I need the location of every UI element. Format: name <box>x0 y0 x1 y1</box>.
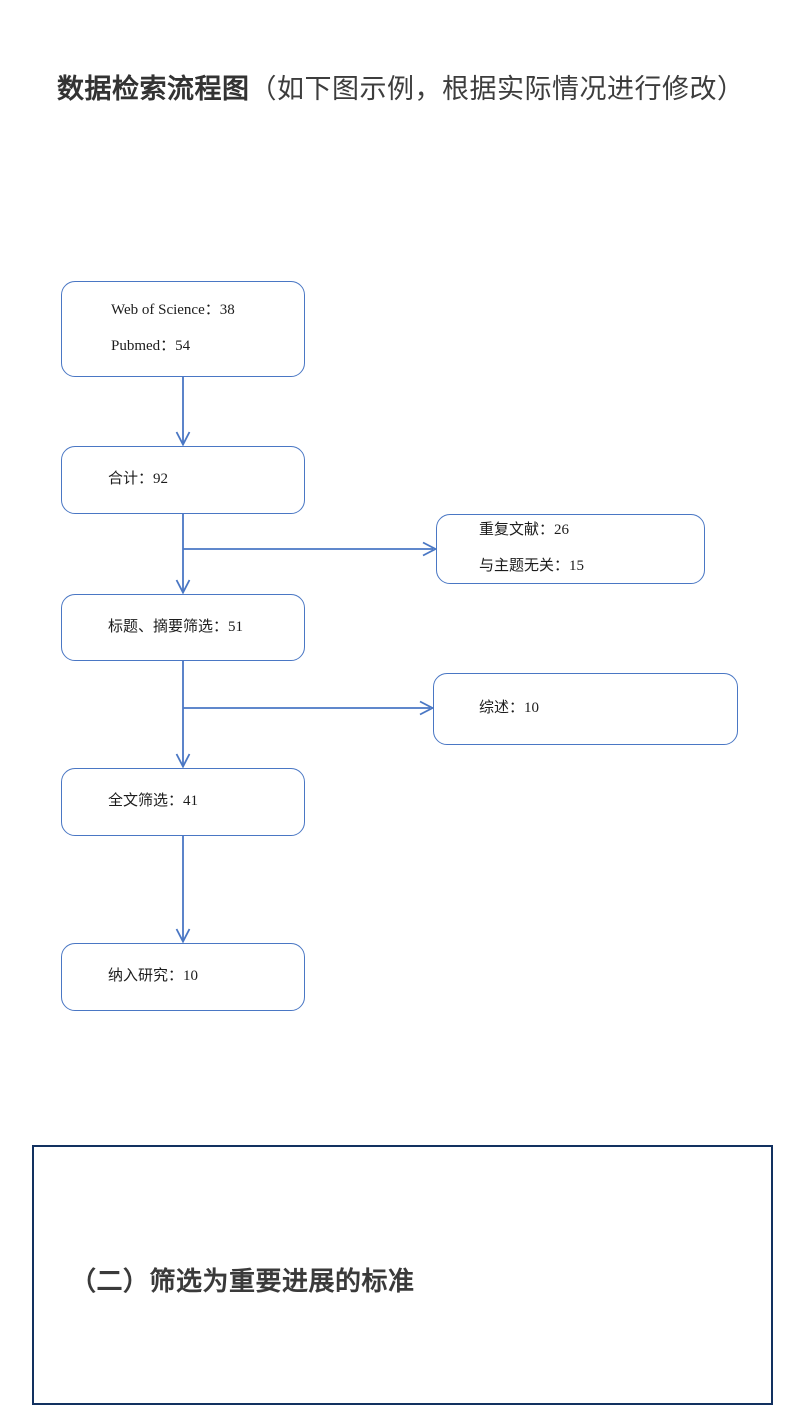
arrow-head-total-to-title <box>175 579 191 595</box>
flow-node-excluded-reviews[interactable]: 综述：10 <box>433 673 738 745</box>
flow-node-title-abstract-screening[interactable]: 标题、摘要筛选：51 <box>61 594 305 661</box>
flow-node-excluded-duplicates[interactable]: 重复文献：26 与主题无关：15 <box>436 514 705 584</box>
flow-node-included-studies[interactable]: 纳入研究：10 <box>61 943 305 1011</box>
flow-node-excluded-duplicates-line1: 重复文献：26 <box>479 522 570 539</box>
data-retrieval-flowchart: Web of Science：38 Pubmed：54 合计：92 重复文献：2… <box>61 281 738 1011</box>
flow-node-sources[interactable]: Web of Science：38 Pubmed：54 <box>61 281 305 377</box>
flow-node-total-line1: 合计：92 <box>108 471 169 488</box>
arrow-head-total-to-excluded1 <box>422 541 438 557</box>
arrow-head-title-to-fulltext <box>175 753 191 769</box>
flow-node-title-abstract-screening-line1: 标题、摘要筛选：51 <box>108 618 244 635</box>
flow-node-sources-line1: Web of Science：38 <box>111 302 235 319</box>
flow-node-excluded-duplicates-line2: 与主题无关：15 <box>479 558 585 574</box>
page-title-bold: 数据检索流程图 <box>57 74 250 104</box>
flow-node-fulltext-screening-line1: 全文筛选：41 <box>108 793 199 810</box>
criteria-section-frame: （二）筛选为重要进展的标准 <box>32 1145 773 1405</box>
flow-node-included-studies-line1: 纳入研究：10 <box>108 968 199 985</box>
flow-node-excluded-reviews-line1: 综述：10 <box>479 700 540 717</box>
flow-node-total[interactable]: 合计：92 <box>61 446 305 514</box>
page-title-note: （如下图示例，根据实际情况进行修改） <box>249 74 745 104</box>
arrow-head-sources-to-total <box>175 431 191 447</box>
arrow-head-title-to-excluded2 <box>419 700 435 716</box>
page-title: 数据检索流程图（如下图示例，根据实际情况进行修改） <box>57 58 757 120</box>
flow-node-sources-line2: Pubmed：54 <box>111 338 191 354</box>
criteria-section-heading: （二）筛选为重要进展的标准 <box>70 1266 415 1296</box>
arrow-head-fulltext-to-included <box>175 928 191 944</box>
flow-node-fulltext-screening[interactable]: 全文筛选：41 <box>61 768 305 836</box>
